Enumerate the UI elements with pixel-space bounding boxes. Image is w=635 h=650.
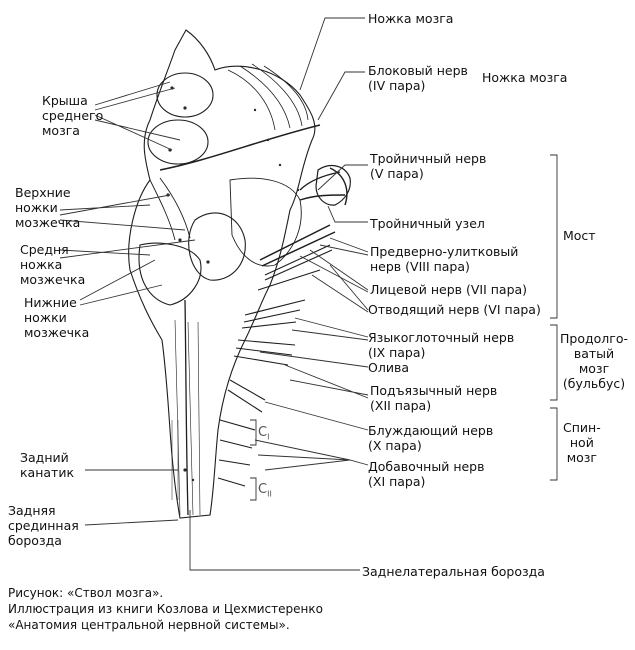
label-trochlear-nerve: Блоковый нерв (IV пара) (368, 63, 468, 93)
label-superior-cerebellar-peduncles: Верхние ножки мозжечка (15, 185, 81, 230)
abducens-rootlet (257, 269, 321, 291)
caption-line-2: Иллюстрация из книги Козлова и Цехмистер… (8, 602, 323, 616)
trigeminal-root (299, 167, 348, 206)
vestibulocochlear-rootlet (259, 224, 336, 267)
glossopharyngeal-rootlets (241, 299, 306, 329)
label-olive: Олива (368, 360, 409, 375)
brainstem-outline (128, 29, 316, 519)
label-cerebral-peduncle-right: Ножка мозга (482, 70, 568, 85)
caption-line-1: Рисунок: «Ствол мозга». (8, 586, 164, 600)
vagus-rootlets (227, 379, 266, 413)
stipple-dots (166, 86, 300, 482)
label-cerebral-peduncle-top: Ножка мозга (368, 11, 454, 26)
label-posterior-median-sulcus: Задняя срединная борозда (8, 503, 79, 548)
inferior-peduncle-shape (138, 242, 202, 306)
facial-rootlet (264, 244, 333, 281)
superior-peduncle-lines (149, 177, 191, 241)
inferior-colliculus (147, 119, 209, 165)
bracket-medulla: Продолго- ватый мозг (бульбус) (560, 331, 628, 391)
label-glossopharyngeal-nerve: Языкоглоточный нерв (IX пара) (368, 330, 515, 360)
trochlear-nerve-line (159, 124, 321, 171)
bracket-pons: Мост (563, 228, 596, 243)
leader-lines (59, 17, 558, 571)
label-facial-nerve: Лицевой нерв (VII пара) (370, 282, 528, 297)
label-inferior-cerebellar-peduncles: Нижние ножки мозжечка (24, 295, 90, 340)
pons-body (229, 177, 302, 267)
bracket-spinal-cord: Спин- ной мозг (563, 420, 601, 465)
label-middle-cerebellar-peduncle: Средня ножка мозжечка (20, 242, 86, 287)
label-tectum: Крыша среднего мозга (42, 93, 104, 138)
label-posterior-funiculus: Задний канатик (20, 450, 74, 480)
caption-line-3: «Анатомия центральной нервной системы». (8, 618, 290, 632)
label-trigeminal-nerve: Тройничный нерв (V пара) (370, 151, 487, 181)
label-c1: CI (258, 425, 270, 442)
hypoglossal-rootlets (233, 339, 296, 366)
trigeminal-ganglion (315, 164, 351, 206)
superior-colliculus (156, 72, 214, 118)
label-vagus-nerve: Блуждающий нерв (X пара) (368, 423, 494, 453)
middle-peduncle-shape (188, 212, 246, 281)
peduncle-striations (227, 63, 309, 131)
label-accessory-nerve: Добавочный нерв (XI пара) (368, 459, 485, 489)
label-c2: CII (258, 482, 272, 499)
label-abducens-nerve: Отводящий нерв (VI пара) (368, 302, 541, 317)
label-hypoglossal-nerve: Подъязычный нерв (XII пара) (370, 383, 498, 413)
spinal-cord-striations (174, 319, 201, 516)
label-posterolateral-sulcus: Заднелатеральная борозда (362, 564, 545, 579)
label-vestibulocochlear-nerve: Предверно-улитковый нерв (VIII пара) (370, 244, 519, 274)
posterior-median-sulcus-line (184, 299, 189, 516)
label-trigeminal-ganglion: Тройничный узел (370, 216, 485, 231)
accessory-rootlets (217, 419, 256, 487)
posterior-rootlets (171, 420, 179, 500)
